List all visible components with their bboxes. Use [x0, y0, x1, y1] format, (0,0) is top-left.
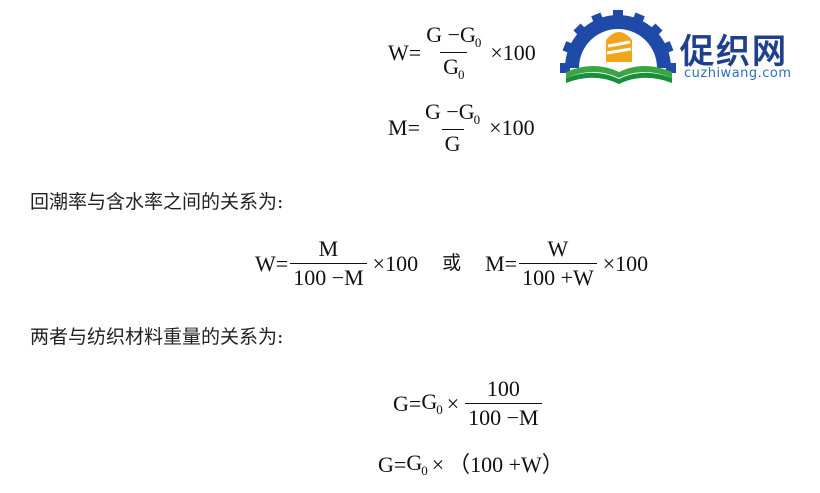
- denominator: G: [441, 129, 464, 155]
- equals-sign: =: [275, 250, 289, 276]
- times-sign: ×: [489, 115, 502, 140]
- times-sign: ×: [431, 451, 445, 477]
- formula-lhs: G: [378, 451, 394, 477]
- equals-sign: =: [393, 451, 407, 477]
- numerator: G −G0: [426, 22, 482, 50]
- formula-conversion-row: W = M 100 −M × 100 或 M = W 100 +W × 100: [255, 238, 648, 289]
- factor: 100: [501, 115, 535, 140]
- formula-lhs: M: [485, 250, 505, 276]
- relation-text-1: 回潮率与含水率之间的关系为:: [30, 191, 284, 213]
- times-sign: ×: [490, 39, 503, 65]
- formula-lhs: W: [388, 39, 409, 65]
- formula-g-from-w: G = G0 × （100 +W）: [378, 450, 564, 478]
- relation-text-2: 两者与纺织材料重量的关系为:: [30, 326, 284, 348]
- gear-book-logo-icon: [560, 10, 676, 84]
- numerator: M: [318, 236, 339, 261]
- factor: 100: [615, 250, 649, 276]
- equals-sign: =: [408, 390, 422, 416]
- numerator: 100: [486, 376, 520, 401]
- denominator: 100 −M: [465, 403, 542, 429]
- or-word: 或: [442, 252, 462, 274]
- g0-term: G0: [421, 389, 443, 417]
- fraction: 100 100 −M: [465, 376, 542, 429]
- equals-sign: =: [407, 115, 420, 140]
- logo-url: cuzhiwang.com: [684, 66, 792, 81]
- numerator: W: [547, 236, 569, 261]
- times-sign: ×: [372, 250, 386, 276]
- formula-m-definition: M = G −G0 G × 100: [388, 101, 535, 155]
- factor: 100: [502, 39, 536, 65]
- denominator: 100 −M: [290, 263, 367, 289]
- times-sign: ×: [446, 390, 460, 416]
- fraction: G −G0 G: [422, 101, 483, 155]
- site-logo[interactable]: 促织网 cuzhiwang.com: [560, 10, 810, 86]
- formula-w-definition: W = G −G0 G0 × 100: [388, 22, 536, 82]
- times-sign: ×: [602, 250, 616, 276]
- fraction: M 100 −M: [290, 236, 367, 289]
- formula-lhs: M: [388, 115, 408, 140]
- numerator: G −G0: [424, 99, 481, 127]
- fraction: G −G0 G0: [423, 22, 484, 82]
- parenthetical-term: （100 +W）: [448, 451, 564, 477]
- factor: 100: [385, 250, 419, 276]
- denominator: 100 +W: [519, 263, 597, 289]
- formula-lhs: G: [393, 390, 409, 416]
- fraction: W 100 +W: [519, 238, 597, 289]
- formula-g-from-m: G = G0 × 100 100 −M: [393, 378, 548, 429]
- formula-lhs: W: [255, 250, 276, 276]
- equals-sign: =: [504, 250, 518, 276]
- denominator: G0: [440, 52, 468, 81]
- logo-name: 促织网: [680, 32, 788, 72]
- g0-term: G0: [406, 450, 428, 478]
- equals-sign: =: [408, 39, 422, 65]
